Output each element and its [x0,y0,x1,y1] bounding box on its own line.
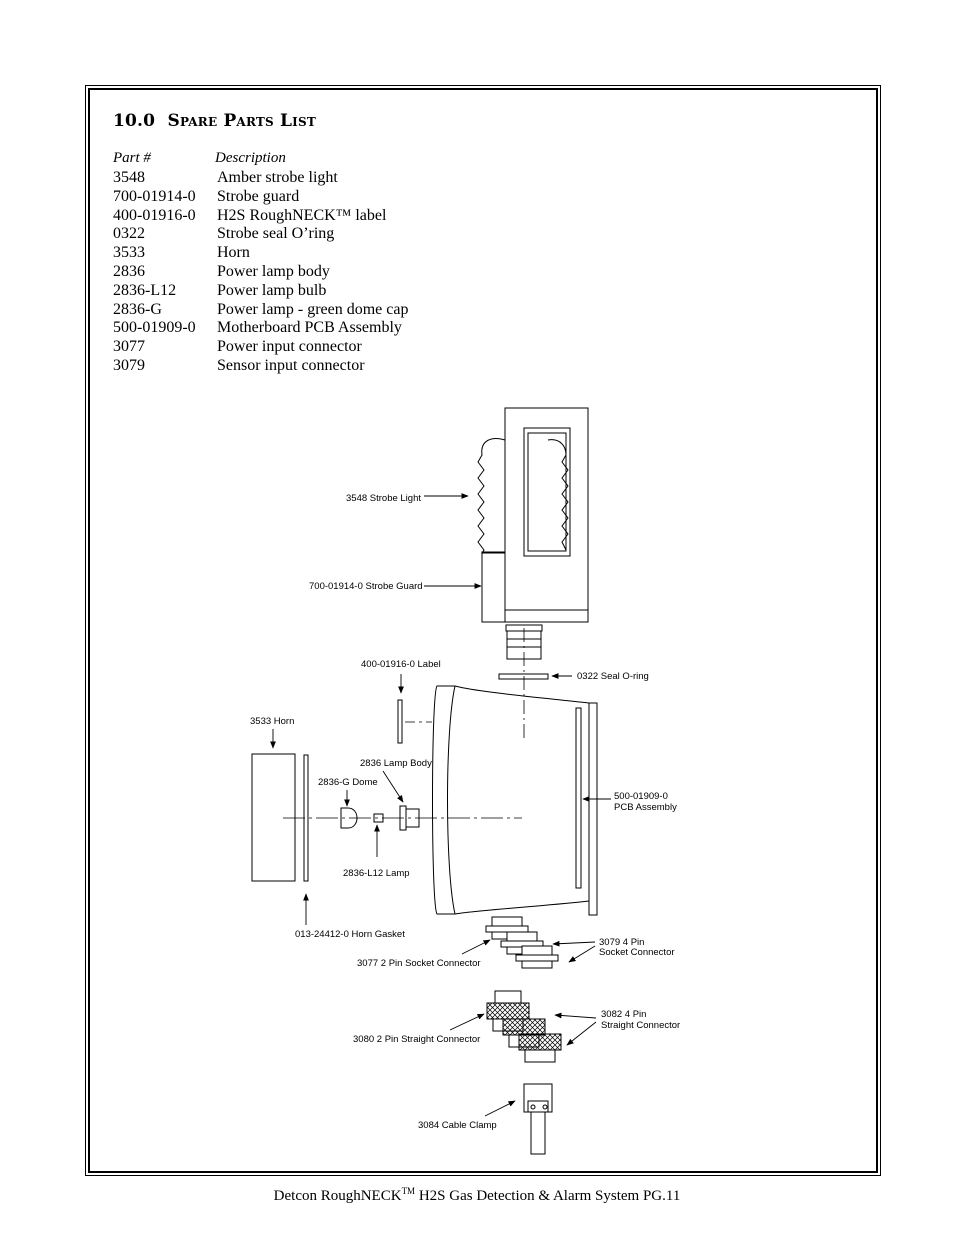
label-strobe-light: 3548 Strobe Light [346,493,421,504]
section-name: Spare Parts List [167,111,316,131]
part-number: 500-01909-0 [113,319,196,337]
part-row: 3077 Power input connector [113,338,408,357]
part-description: Power input connector [217,338,362,356]
part-description: Horn [217,244,250,262]
part-number: 3077 [113,338,145,356]
lamp-part [373,813,384,823]
part-row: 500-01909-0 Motherboard PCB Assembly [113,319,408,338]
part-number: 3079 [113,356,145,374]
label-pcb-line1: 500-01909-0 [614,791,668,802]
column-header-part: Part # [113,150,151,166]
part-row: 2836-L12 Power lamp bulb [113,282,408,301]
page-frame-inner [88,88,878,1173]
part-row: 700-01914-0 Strobe guard [113,188,408,207]
label-straight-4pin-line1: 3082 4 Pin [601,1009,646,1020]
label-cable-clamp: 3084 Cable Clamp [418,1120,497,1131]
part-number: 2836 [113,262,145,280]
label-seal-oring: 0322 Seal O-ring [577,671,649,682]
section-number: 10.0 [113,111,156,131]
label-straight-4pin-line2: Straight Connector [601,1020,680,1031]
part-description: Sensor input connector [217,356,365,374]
horn-gasket-part [303,754,309,882]
part-number: 0322 [113,225,145,243]
part-description: Power lamp body [217,262,330,280]
label-lamp: 2836-L12 Lamp [343,868,410,879]
part-row: 2836-G Power lamp - green dome cap [113,301,408,320]
horn-part [251,753,296,882]
column-header-description: Description [215,150,286,166]
part-number: 2836-L12 [113,281,177,299]
seal-oring-part [498,673,549,680]
socket-connectors-part [485,916,559,969]
section-title: 10.0 Spare Parts List [113,111,316,131]
label-lamp-body: 2836 Lamp Body [360,758,432,769]
label-strobe-guard: 700-01914-0 Strobe Guard [309,581,423,592]
label-part [397,699,403,744]
leader-arrows [270,493,611,1117]
lamp-body-part [399,805,420,831]
part-description: Power lamp bulb [217,281,327,299]
part-number: 3548 [113,169,145,186]
part-number: 700-01914-0 [113,187,196,205]
part-row: 2836 Power lamp body [113,263,408,282]
part-number: 400-01916-0 [113,206,196,224]
label-pcb-line2: PCB Assembly [614,802,677,813]
cable-clamp-part [523,1083,553,1155]
label-socket-2pin: 3077 2 Pin Socket Connector [357,958,481,969]
part-number: 2836-G [113,300,162,318]
main-housing-part [432,685,598,916]
part-row: 400-01916-0 H2S RoughNECK™ label [113,207,408,226]
strobe-light-part [477,407,589,660]
part-description: Strobe seal O’ring [217,225,335,243]
label-straight-2pin: 3080 2 Pin Straight Connector [353,1034,480,1045]
label-dome: 2836-G Dome [318,777,378,788]
dome-part [340,807,358,829]
part-description: Motherboard PCB Assembly [217,319,402,337]
part-description: Power lamp - green dome cap [217,300,409,318]
label-horn-gasket: 013-24412-0 Horn Gasket [295,929,405,940]
label-socket-4pin-line1: 3079 4 Pin [599,937,644,948]
part-row: 3548 Amber strobe light [113,169,408,188]
page-frame-outer [85,85,881,1176]
center-lines [283,628,525,819]
part-number: 3533 [113,244,145,262]
part-description: Strobe guard [217,187,300,205]
page-footer: Detcon RoughNECKTM H2S Gas Detection & A… [0,1186,954,1205]
part-row: 3533 Horn [113,244,408,263]
label-socket-4pin-line2: Socket Connector [599,947,675,958]
footer-text: H2S Gas Detection & Alarm System PG.11 [415,1188,681,1204]
part-row: 0322 Strobe seal O’ring [113,225,408,244]
footer-brand: Detcon RoughNECK [273,1188,402,1204]
part-row: 3079 Sensor input connector [113,357,408,376]
footer-trademark: TM [401,1186,416,1196]
straight-connectors-part [486,990,562,1063]
part-description: Amber strobe light [217,169,338,186]
label-label: 400-01916-0 Label [361,659,441,670]
label-horn: 3533 Horn [250,716,294,727]
part-description: H2S RoughNECK™ label [217,206,387,224]
